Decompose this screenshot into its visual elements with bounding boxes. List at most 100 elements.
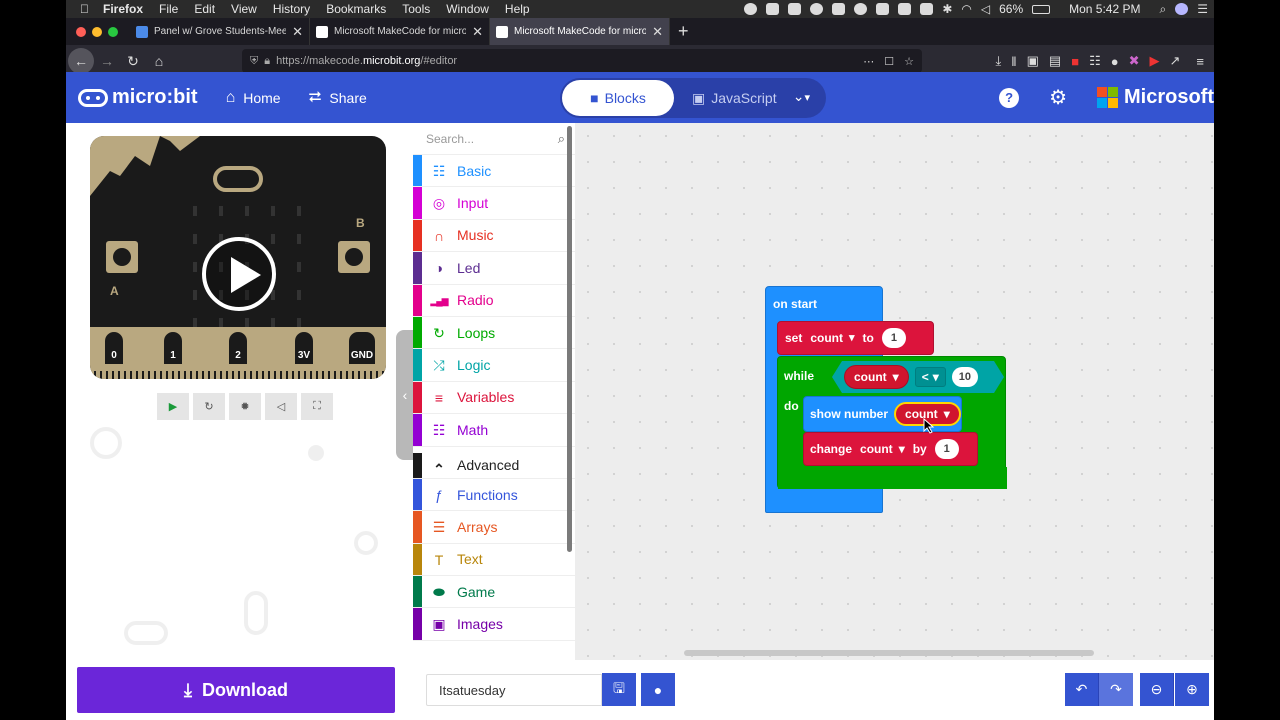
category-logic[interactable]: ⤮Logic	[413, 349, 575, 382]
reload-icon[interactable]: ↻	[127, 52, 139, 69]
creative-cloud-icon[interactable]	[810, 3, 824, 15]
category-input[interactable]: ◎Input	[413, 187, 575, 220]
category-led[interactable]: ◑Led	[413, 252, 575, 285]
collapse-simulator-handle[interactable]: ‹	[396, 330, 414, 460]
url-bar[interactable]: ⛨ 🔒︎ https://makecode.microbit.org/#edit…	[242, 49, 922, 73]
airplay-icon[interactable]	[920, 3, 934, 15]
help-icon[interactable]: ?	[999, 87, 1020, 108]
category-variables[interactable]: ≡Variables	[413, 381, 575, 415]
blocks-tab[interactable]: ■ Blocks	[562, 80, 674, 116]
menu-history[interactable]: History	[263, 2, 310, 16]
more-icon[interactable]: ⋯	[863, 55, 875, 68]
download-button[interactable]: ⤓ Download	[77, 667, 395, 713]
forward-icon[interactable]: →	[100, 53, 114, 69]
workspace-scrollbar[interactable]	[684, 650, 1094, 656]
microsoft-logo[interactable]: Microsoft	[1097, 86, 1214, 109]
clock[interactable]: Mon 5:42 PM	[1069, 2, 1141, 16]
compare-block[interactable]: count▾ <▾ 10	[832, 361, 1004, 393]
operator-dropdown[interactable]: <▾	[915, 367, 946, 387]
drive-icon[interactable]	[898, 3, 912, 15]
play-icon[interactable]	[202, 237, 276, 311]
category-advanced[interactable]: ⌃ Advanced	[413, 446, 575, 479]
compare-value-input[interactable]: 10	[952, 367, 978, 387]
shield-icon[interactable]	[854, 3, 868, 15]
notification-center-icon[interactable]: ☰	[1197, 2, 1208, 16]
back-icon[interactable]: ←	[68, 48, 94, 74]
compare-variable-pill[interactable]: count▾	[844, 365, 909, 389]
menu-window[interactable]: Window	[437, 2, 489, 16]
lock-icon[interactable]: 🔒︎	[264, 54, 271, 67]
play-icon[interactable]: ▶	[157, 393, 189, 420]
category-images[interactable]: ▣Images	[413, 608, 575, 641]
project-name-input[interactable]: Itsatuesday	[426, 674, 602, 706]
menu-bookmarks[interactable]: Bookmarks	[317, 2, 386, 16]
chevron-down-icon[interactable]: ⌄	[793, 88, 810, 105]
set-value-input[interactable]: 1	[881, 328, 906, 348]
pin-gnd[interactable]: GND	[346, 329, 378, 367]
download-arrow-icon[interactable]: ⤓	[995, 53, 1002, 68]
change-variable-dropdown[interactable]: count▾	[860, 442, 905, 456]
save-icon[interactable]: 🖫︎	[602, 673, 636, 706]
home-button[interactable]: ⌂ Home	[226, 89, 281, 107]
button-b[interactable]	[338, 241, 370, 273]
category-math[interactable]: ☷Math	[413, 414, 575, 447]
close-tab-icon[interactable]: ✕	[292, 23, 303, 39]
change-value-input[interactable]: 1	[934, 439, 959, 459]
docker-icon[interactable]	[788, 3, 802, 15]
menu-file[interactable]: File	[150, 2, 178, 16]
category-loops[interactable]: ↻Loops	[413, 316, 575, 350]
gmail-icon[interactable]	[876, 3, 890, 15]
zoom-out-icon[interactable]: ⊖	[1140, 673, 1174, 706]
undo-icon[interactable]: ↶	[1065, 673, 1099, 706]
pocket-icon[interactable]: ☐	[884, 55, 895, 68]
change-variable-block[interactable]: change count▾ by 1	[803, 432, 978, 466]
pin-3v[interactable]: 3V	[292, 329, 316, 367]
bookmark-star-icon[interactable]: ☆	[904, 55, 914, 68]
tracking-shield-icon[interactable]: ⛨	[250, 54, 259, 67]
menu-tools[interactable]: Tools	[393, 2, 430, 16]
chat-icon[interactable]	[832, 3, 846, 15]
user-icon[interactable]	[1175, 3, 1189, 15]
menu-app[interactable]: Firefox	[94, 2, 143, 16]
home-icon[interactable]: ⌂	[154, 53, 164, 69]
close-window-icon[interactable]	[76, 26, 86, 37]
bug-icon[interactable]: ✹	[229, 393, 261, 420]
wifi-icon[interactable]: ◠	[961, 2, 972, 16]
pin-2[interactable]: 2	[226, 329, 250, 367]
gear-icon[interactable]: ⚙	[1049, 87, 1067, 109]
new-tab-icon[interactable]: +	[678, 21, 689, 41]
zoom-icon[interactable]	[766, 3, 780, 15]
toolbox-search-input[interactable]: Search... ⌕	[413, 123, 575, 155]
category-game[interactable]: ⬬Game	[413, 576, 575, 609]
close-tab-icon[interactable]: ✕	[652, 23, 663, 39]
video-extension-icon[interactable]: ▶	[1149, 53, 1160, 68]
menu-help[interactable]: Help	[495, 2, 530, 16]
menu-edit[interactable]: Edit	[185, 2, 215, 16]
javascript-tab[interactable]: ▣ JavaScript	[692, 90, 777, 107]
microbit-simulator[interactable]: A B 0 1 2 3V GND	[90, 136, 386, 379]
set-variable-dropdown[interactable]: count	[810, 331, 854, 345]
button-a[interactable]	[106, 241, 138, 273]
sidebar-icon[interactable]: ▣	[1026, 53, 1039, 68]
mute-icon[interactable]: ◁	[265, 393, 297, 420]
toolbox-scrollbar[interactable]	[567, 126, 572, 552]
microbit-logo[interactable]: micro:bit	[78, 86, 198, 109]
library-icon[interactable]: ‖	[1011, 53, 1017, 69]
account-icon[interactable]: ●	[1110, 53, 1119, 69]
show-number-block[interactable]: show number count▾	[803, 396, 962, 432]
tab-makecode-2[interactable]: Microsoft MakeCode for micro:bit ✕	[490, 18, 670, 45]
cross-extension-icon[interactable]: ✖	[1128, 53, 1140, 68]
volume-icon[interactable]: ◁	[980, 2, 991, 16]
fullscreen-icon[interactable]: ⛶	[301, 393, 333, 420]
record-icon[interactable]	[744, 3, 758, 15]
category-music[interactable]: ∩Music	[413, 219, 575, 253]
category-basic[interactable]: ☷Basic	[413, 155, 575, 188]
bluetooth-icon[interactable]: ✱	[942, 2, 953, 16]
search-icon[interactable]: ⌕	[557, 131, 565, 146]
pen-icon[interactable]: ■	[1071, 53, 1080, 69]
zoom-in-icon[interactable]: ⊕	[1175, 673, 1209, 706]
apple-icon[interactable]: 	[80, 2, 89, 16]
github-icon[interactable]: ●	[641, 673, 675, 706]
